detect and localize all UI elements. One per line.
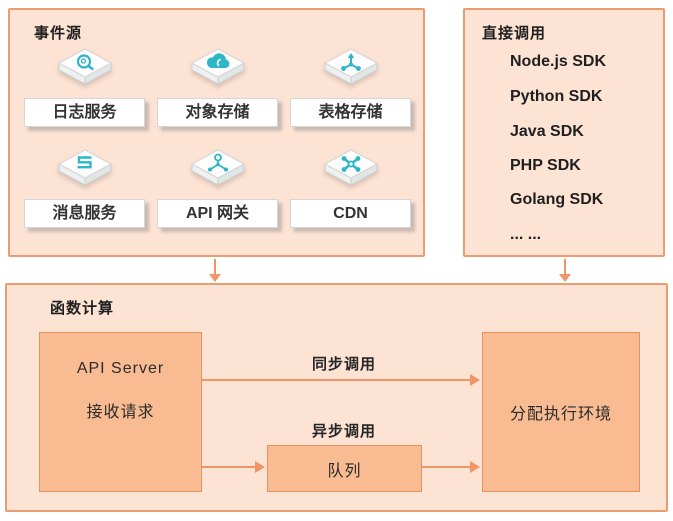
- event-sources-panel: 事件源 日志服务: [8, 8, 425, 257]
- sync-invoke-arrow: [202, 374, 480, 386]
- event-source-api-gateway: API 网关: [157, 149, 278, 228]
- sdk-item-ellipsis: ... ...: [510, 226, 542, 243]
- table-store-branch-icon: [323, 48, 379, 94]
- allocate-environment-node: 分配执行环境: [482, 332, 640, 492]
- event-source-message-service: 消息服务: [24, 149, 145, 228]
- cdn-network-icon: [323, 149, 379, 195]
- event-source-label: 对象存储: [157, 98, 278, 127]
- api-gateway-hub-icon: [190, 149, 246, 195]
- sdk-item-golang: Golang SDK: [510, 191, 604, 208]
- api-server-line1: API Server: [76, 360, 165, 377]
- sdk-item-java: Java SDK: [510, 123, 584, 140]
- api-server-line2: 接收请求: [86, 404, 155, 421]
- api-server-text: API Server 接收请求: [40, 333, 201, 491]
- sdk-item-php: PHP SDK: [510, 157, 581, 174]
- direct-invoke-title: 直接调用: [482, 25, 547, 42]
- event-source-label: 表格存储: [290, 98, 411, 127]
- function-compute-title: 函数计算: [50, 300, 115, 317]
- sdk-item-python: Python SDK: [510, 88, 603, 105]
- log-service-search-icon: [57, 48, 113, 94]
- queue-node: 队列: [267, 445, 422, 492]
- queue-to-allocate-arrow: [422, 461, 480, 473]
- object-storage-cloud-icon: [190, 48, 246, 94]
- direct-invoke-to-function-compute-arrow: [559, 259, 571, 282]
- message-service-icon: [57, 149, 113, 195]
- event-source-log-service: 日志服务: [24, 48, 145, 127]
- event-source-label: API 网关: [157, 199, 278, 228]
- direct-invoke-panel: 直接调用 Node.js SDK Python SDK Java SDK PHP…: [463, 8, 665, 257]
- event-source-label: 消息服务: [24, 199, 145, 228]
- queue-label: 队列: [327, 462, 362, 480]
- async-invoke-arrow-to-queue: [202, 461, 265, 473]
- event-source-label: 日志服务: [24, 98, 145, 127]
- allocate-environment-label: 分配执行环境: [509, 406, 612, 423]
- sdk-item-nodejs: Node.js SDK: [510, 53, 607, 70]
- event-source-table-store: 表格存储: [290, 48, 411, 127]
- event-sources-to-function-compute-arrow: [209, 259, 221, 282]
- api-server-node: API Server 接收请求: [39, 332, 202, 492]
- event-source-label: CDN: [290, 199, 411, 228]
- event-source-cdn: CDN: [290, 149, 411, 228]
- sync-invoke-label: 同步调用: [311, 356, 376, 373]
- event-source-object-storage: 对象存储: [157, 48, 278, 127]
- function-compute-panel: 函数计算 API Server 接收请求 同步调用 异步调用 队列 分配执行环境: [5, 283, 668, 512]
- async-invoke-label: 异步调用: [311, 423, 376, 440]
- event-sources-title: 事件源: [34, 25, 83, 42]
